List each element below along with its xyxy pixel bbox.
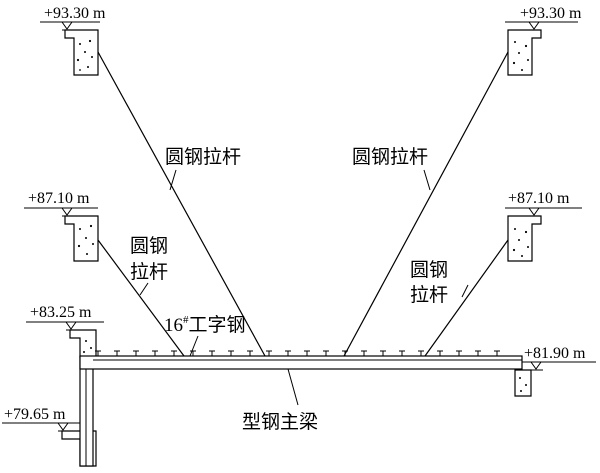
i-beam-type: 工字钢 [189, 314, 246, 336]
i-beam-ticks [95, 350, 500, 356]
anchor-block-top-left [64, 29, 99, 76]
support-column [79, 356, 94, 467]
rod-label-upper-left: 圆钢拉杆 [165, 146, 241, 168]
anchor-block-top-right [507, 29, 542, 76]
rod-label-lower-right-line1: 圆钢 [410, 259, 448, 281]
rod-label-lower-left-line1: 圆钢 [130, 235, 168, 257]
rod-lower-left [97, 239, 185, 357]
elevation-marker-mid-right: +87.10 m [505, 190, 582, 217]
elevation-label: +83.25 m [30, 304, 92, 321]
i-beam-label: 16#工字钢 [164, 314, 246, 336]
elevation-label: +81.90 m [524, 345, 586, 362]
elevation-label: +87.10 m [28, 190, 90, 207]
elevation-label: +79.65 m [4, 406, 66, 423]
anchor-block-mid-left [64, 215, 99, 262]
tension-rods [97, 51, 509, 357]
elevation-marker-beam-right: +81.90 m [522, 345, 596, 371]
elevation-label: +93.30 m [520, 5, 582, 22]
rod-label-lower-left-line2: 拉杆 [130, 261, 168, 283]
rod-label-upper-right: 圆钢拉杆 [352, 146, 428, 168]
anchor-block-beam-left [69, 329, 97, 358]
anchor-block-mid-right [507, 215, 542, 262]
elevation-marker-mid-left: +87.10 m [24, 190, 98, 217]
rod-lower-right [424, 239, 509, 357]
rod-upper-left [97, 51, 266, 357]
elevation-marker-top-left: +93.30 m [40, 5, 106, 31]
anchor-block-beam-right [514, 369, 532, 397]
i-beam-sup: # [183, 314, 189, 326]
elevation-label: +87.10 m [508, 190, 570, 207]
main-beam-label: 型钢主梁 [242, 411, 318, 433]
elevation-marker-bottom-left: +79.65 m [2, 406, 84, 432]
rod-label-lower-right-line2: 拉杆 [410, 284, 448, 306]
i-beam-size: 16 [164, 315, 183, 336]
elevation-marker-top-right: +93.30 m [505, 5, 582, 31]
main-steel-beam [79, 355, 523, 370]
rod-upper-right [343, 51, 509, 357]
elevation-label: +93.30 m [44, 5, 106, 22]
elevation-marker-beam-left: +83.25 m [26, 304, 104, 331]
leader-lines [139, 169, 469, 406]
